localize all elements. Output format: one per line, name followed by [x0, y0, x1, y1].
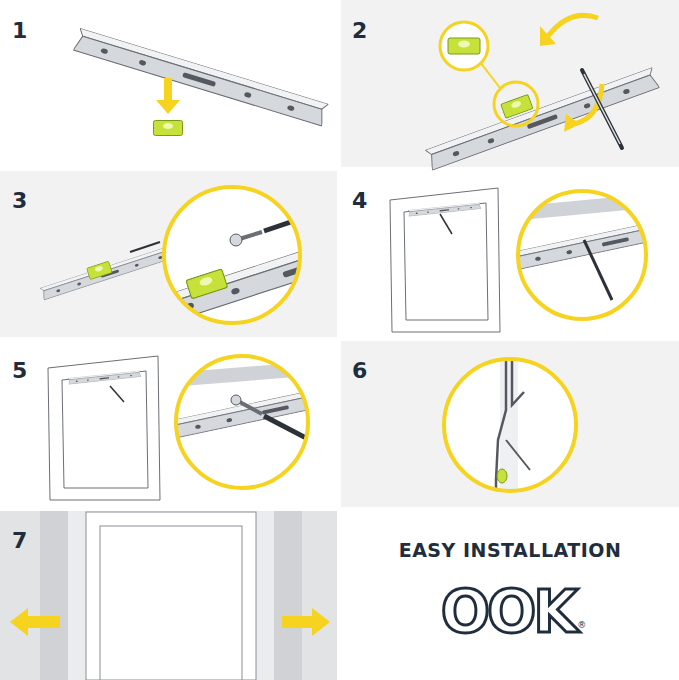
- step-number: 2: [352, 20, 367, 42]
- step-number: 1: [12, 20, 27, 42]
- step7-art: [0, 511, 337, 680]
- step-number: 6: [352, 360, 367, 382]
- step1-art: [73, 28, 328, 136]
- step5-art: [48, 356, 379, 500]
- step2-art: [425, 15, 660, 170]
- registered-mark: ®: [577, 621, 586, 630]
- step-number: 4: [352, 190, 367, 212]
- step-number: 3: [12, 190, 27, 212]
- step6-art: [444, 355, 576, 505]
- step-number: 7: [12, 530, 27, 552]
- brand-logo: OOK: [441, 583, 576, 641]
- step4-art: [390, 188, 679, 332]
- step-number: 5: [12, 360, 27, 382]
- tagline: EASY INSTALLATION: [399, 541, 622, 560]
